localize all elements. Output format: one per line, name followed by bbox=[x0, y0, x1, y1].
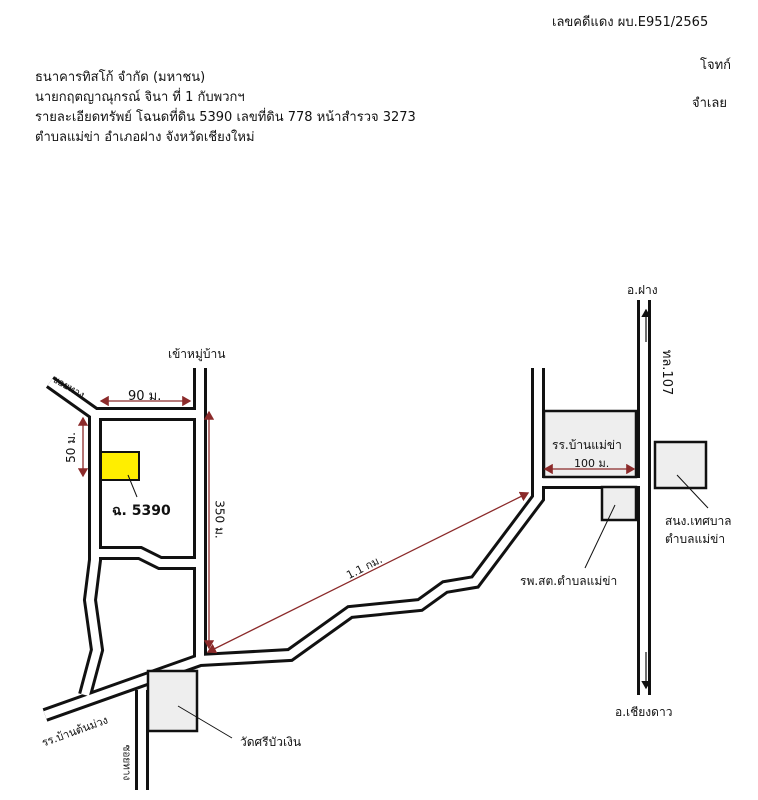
hospital-leader bbox=[584, 504, 616, 569]
label-to-chiangdao: อ.เชียงดาว bbox=[615, 705, 673, 719]
label-dist-100: 100 ม. bbox=[574, 457, 610, 470]
label-village-entry: เข้าหมู่บ้าน bbox=[168, 347, 226, 361]
dist-1-1km-arrow bbox=[206, 491, 530, 654]
label-dist-50: 50 ม. bbox=[63, 432, 78, 463]
case-number: เลขคดีแดง ผบ.E951/2565 bbox=[552, 15, 709, 30]
label-municipal-2: ตำบลแม่ข่า bbox=[665, 532, 726, 546]
municipal-leader bbox=[676, 474, 709, 509]
label-hospital: รพ.สต.ตำบลแม่ข่า bbox=[520, 574, 618, 588]
label-municipal: สนง.เทศบาล bbox=[665, 514, 732, 528]
label-to-fang: อ.ฝาง bbox=[627, 283, 658, 297]
temple-building bbox=[146, 669, 199, 733]
plaintiff-name: ธนาคารทิสโก้ จำกัด (มหาชน) bbox=[35, 70, 206, 85]
temple-leader bbox=[177, 705, 233, 739]
property-detail: รายละเอียดทรัพย์ โฉนดที่ดิน 5390 เลขที่ด… bbox=[35, 110, 416, 125]
municipal-building bbox=[653, 440, 708, 490]
roads bbox=[42, 300, 651, 790]
label-parcel: ฉ. 5390 bbox=[112, 503, 171, 519]
plaintiff-role: โจทก์ bbox=[700, 58, 732, 73]
defendant-role: จำเลย bbox=[692, 96, 727, 111]
hospital-building bbox=[600, 485, 638, 522]
parcel-5390 bbox=[100, 451, 140, 481]
defendant-name: นายกฤตญาณุกรณ์ จินา ที่ 1 กับพวกฯ bbox=[35, 90, 245, 105]
label-highway-107: ทล.107 bbox=[659, 349, 675, 396]
parcel-leader bbox=[127, 474, 138, 498]
label-dist-350: 350 ม. bbox=[212, 500, 227, 539]
property-location: ตำบลแม่ข่า อำเภอฝาง จังหวัดเชียงใหม่ bbox=[35, 130, 255, 145]
label-school-right: รร.บ้านแม่ข่า bbox=[552, 438, 622, 452]
label-dist-90: 90 ม. bbox=[128, 389, 162, 404]
label-alley-bottom: ซอยทาง bbox=[120, 744, 132, 781]
label-temple: วัดศรีบัวเงิน bbox=[240, 735, 302, 749]
